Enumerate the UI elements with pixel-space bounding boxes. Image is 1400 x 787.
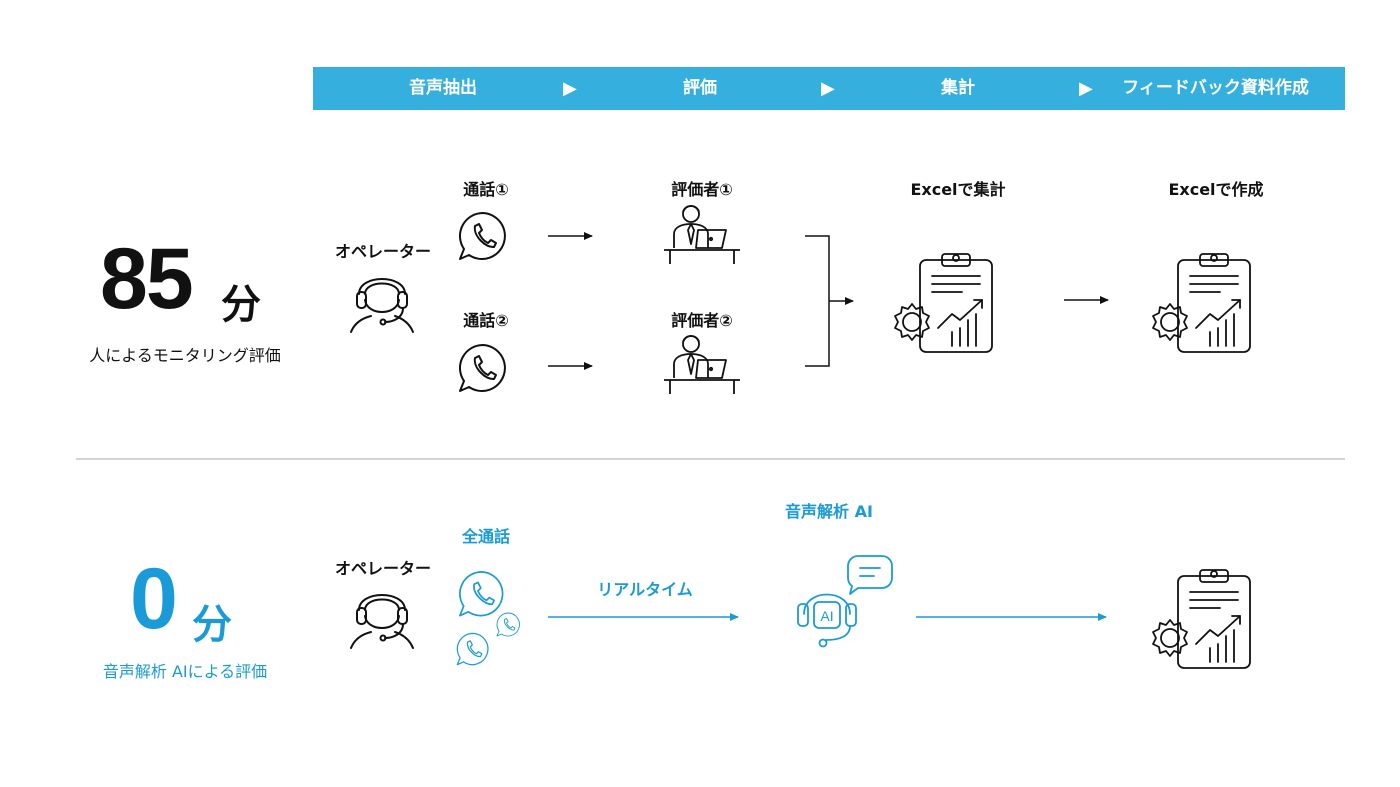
ai-caption: 音声解析 AIによる評価 xyxy=(102,662,268,681)
phone-bubble-icon xyxy=(459,211,506,260)
call-1-label: 通話① xyxy=(463,180,509,199)
section-divider xyxy=(76,458,1345,460)
evaluator-2-label: 評価者② xyxy=(671,311,733,330)
step-audio-extraction: 音声抽出 xyxy=(409,78,477,98)
ai-minutes: 0 xyxy=(130,551,178,647)
manual-operator-label: オペレーター xyxy=(334,242,431,261)
clipboard-report-icon xyxy=(1152,253,1251,353)
arrow-icon xyxy=(548,362,593,370)
clipboard-report-icon xyxy=(894,253,993,353)
arrow-icon xyxy=(1064,296,1109,304)
manual-caption: 人によるモニタリング評価 xyxy=(89,346,281,365)
step-feedback-report: フィードバック資料作成 xyxy=(1122,78,1309,98)
evaluator-1-label: 評価者① xyxy=(671,180,733,199)
operator-headset-icon xyxy=(350,278,414,333)
realtime-label: リアルタイム xyxy=(597,580,693,599)
ai-engine-label: 音声解析 AI xyxy=(785,502,873,521)
process-header-banner: 音声抽出 ▶ 評価 ▶ 集計 ▶ フィードバック資料作成 xyxy=(313,67,1345,110)
step-arrow-icon: ▶ xyxy=(1079,78,1093,99)
manual-minutes-unit: 分 xyxy=(221,282,261,328)
step-arrow-icon: ▶ xyxy=(821,78,835,99)
multiple-phone-bubbles-icon xyxy=(456,571,520,666)
step-arrow-icon: ▶ xyxy=(563,78,577,99)
realtime-arrow xyxy=(548,613,739,621)
phone-bubble-icon xyxy=(459,343,506,392)
all-calls-label: 全通話 xyxy=(461,527,510,546)
ai-headset-chat-icon: AI xyxy=(797,555,893,648)
ai-operator-label: オペレーター xyxy=(334,559,431,578)
arrow-icon xyxy=(548,232,593,240)
report-label: Excelで作成 xyxy=(1168,180,1264,199)
ai-badge-text: AI xyxy=(820,608,833,624)
aggregate-label: Excelで集計 xyxy=(910,180,1006,199)
clipboard-report-icon xyxy=(1152,569,1251,669)
manual-minutes: 85 xyxy=(100,231,194,327)
step-aggregation: 集計 xyxy=(941,78,975,98)
step-evaluation: 評価 xyxy=(683,78,717,98)
evaluator-at-laptop-icon xyxy=(664,205,740,264)
call-2-label: 通話② xyxy=(463,311,509,330)
arrow-icon xyxy=(916,613,1107,621)
operator-headset-icon xyxy=(350,594,414,649)
evaluator-at-laptop-icon xyxy=(664,335,740,394)
merge-bracket-arrow xyxy=(805,235,854,367)
ai-minutes-unit: 分 xyxy=(192,602,232,648)
